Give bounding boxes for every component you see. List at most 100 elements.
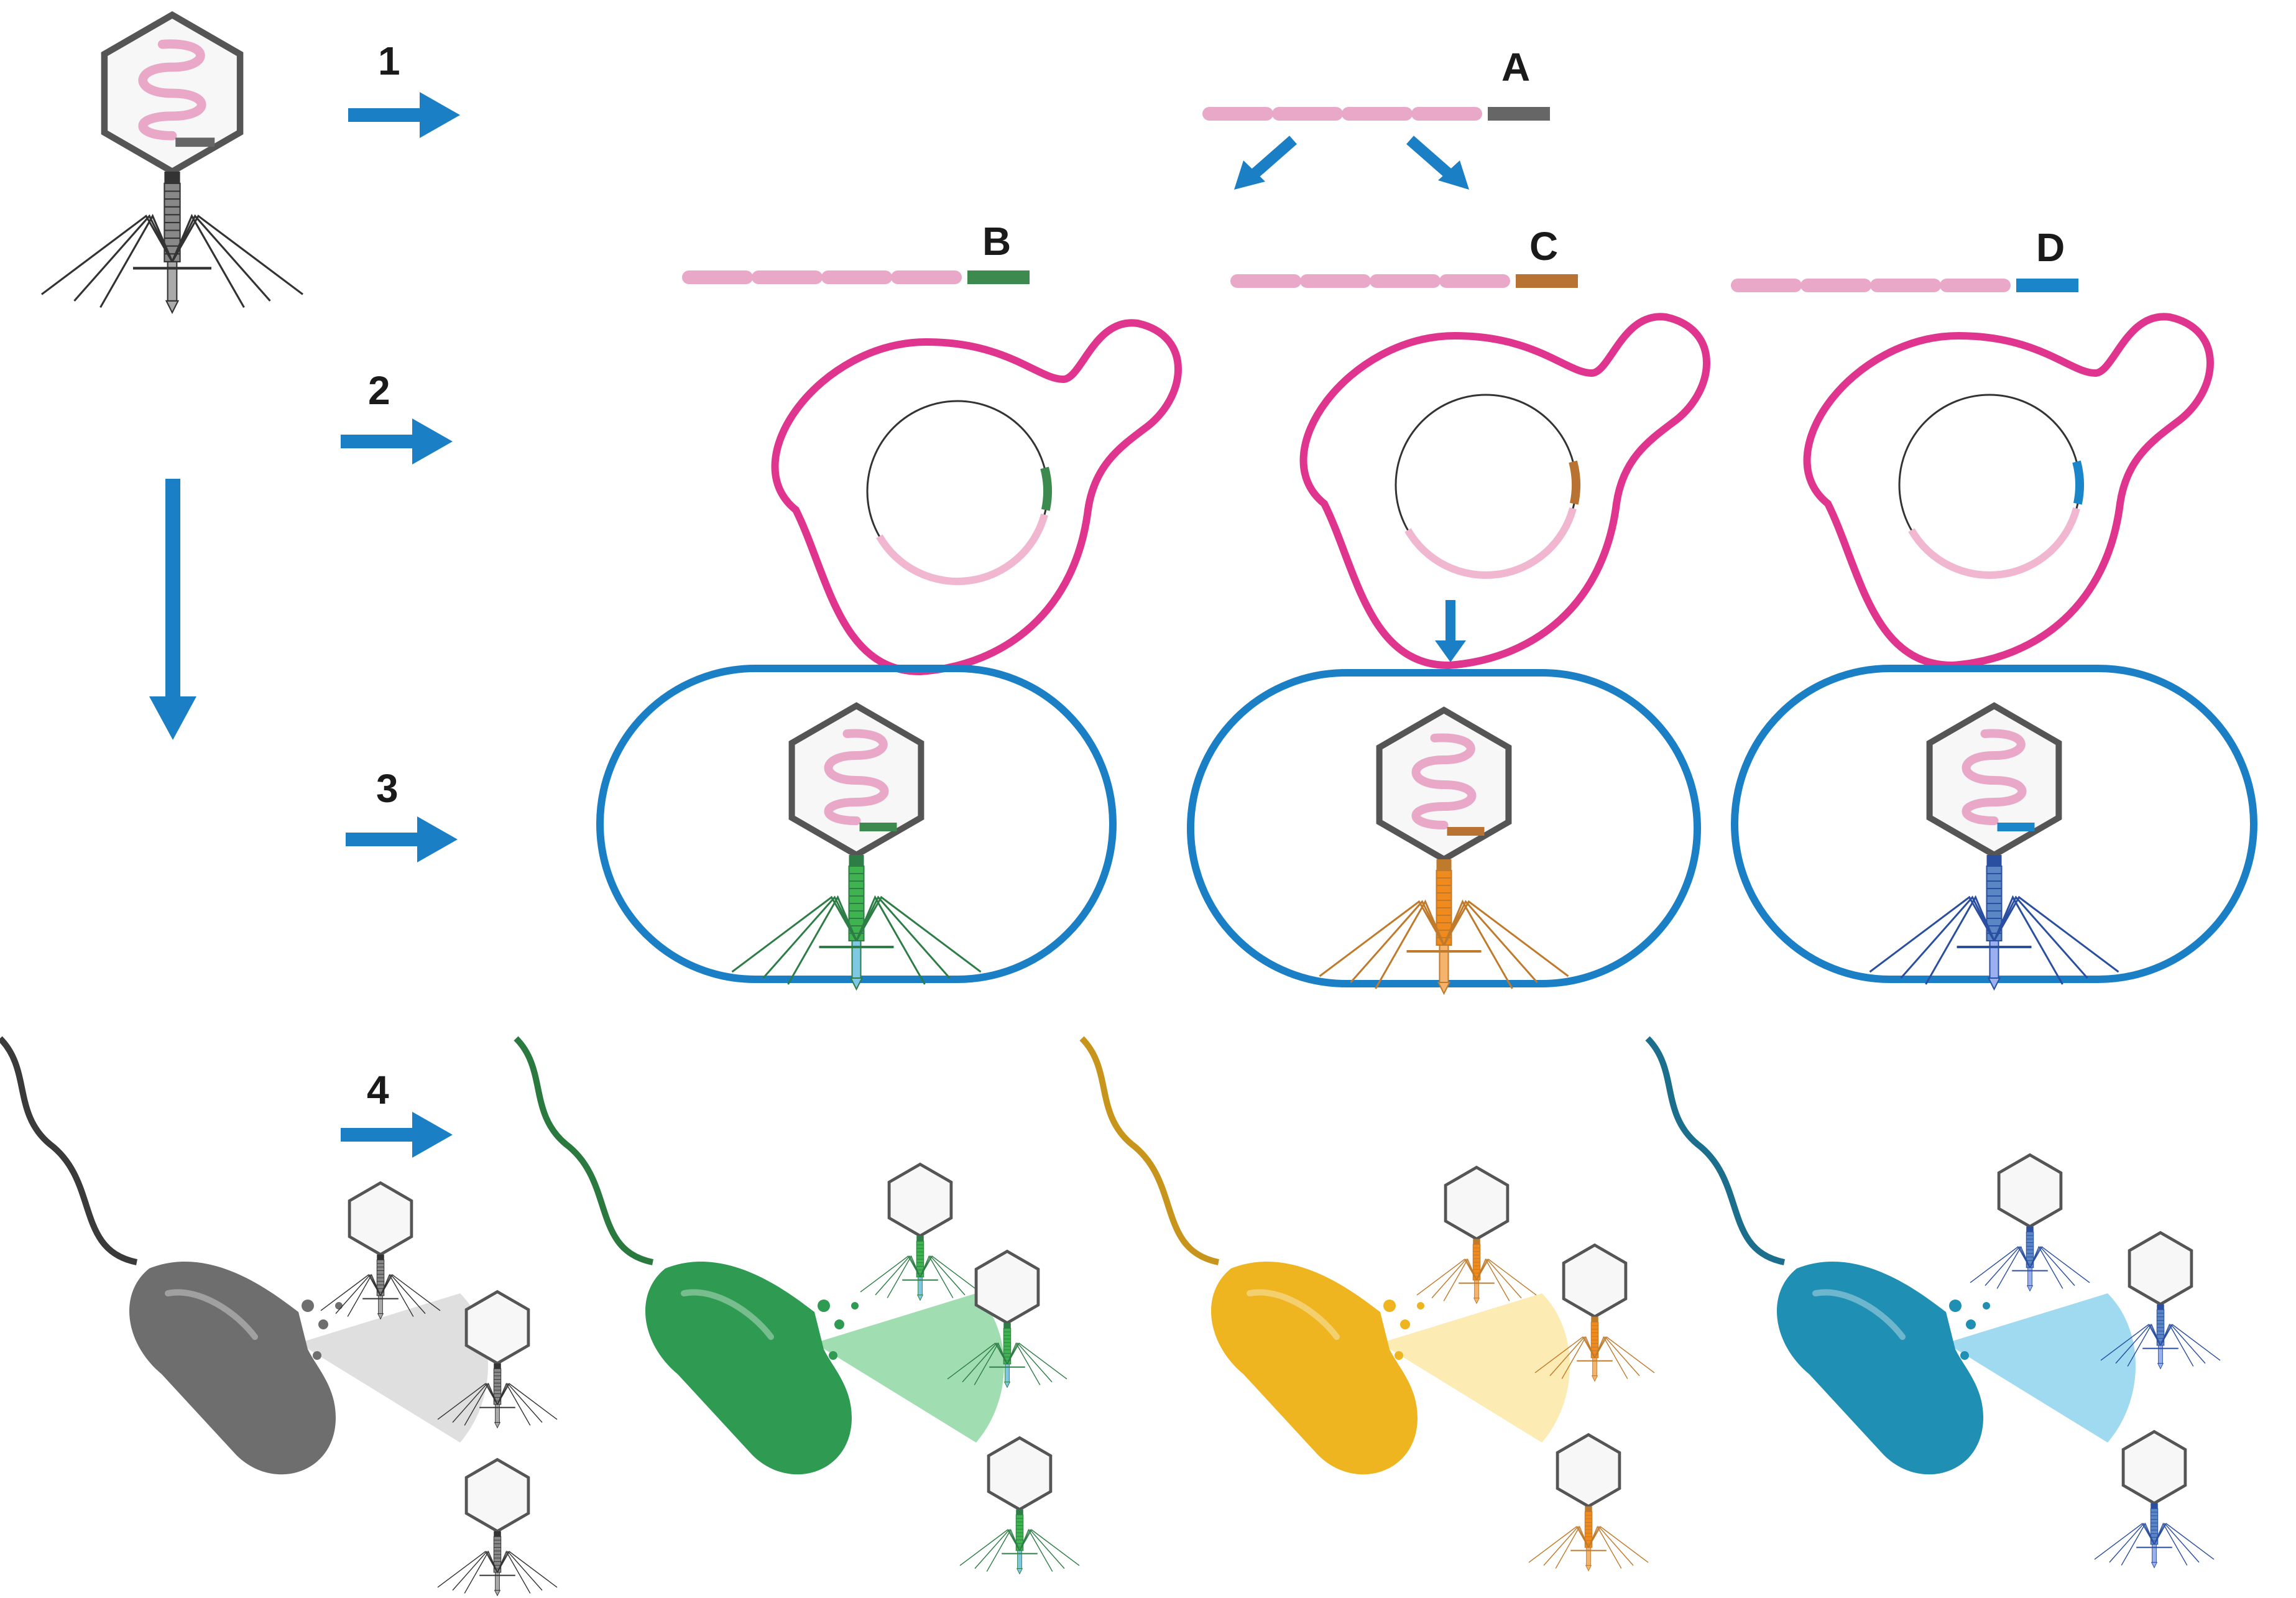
flagellum xyxy=(514,1036,654,1265)
plasmid-cell-c xyxy=(1299,313,1710,670)
tail-fiber xyxy=(974,1528,1020,1569)
tail-fiber xyxy=(959,1529,1020,1566)
capsid xyxy=(2121,1429,2187,1505)
tail-fiber xyxy=(2160,1324,2221,1361)
cassette-label-d: D xyxy=(2036,225,2065,270)
tail-fiber xyxy=(1443,899,1513,989)
tail-fiber xyxy=(380,1273,414,1317)
droplet xyxy=(1383,1300,1396,1312)
lysis-spray xyxy=(814,1293,1004,1443)
tail-fiber xyxy=(1431,1258,1477,1299)
step-2-label: 2 xyxy=(368,368,390,413)
tail-fiber xyxy=(1019,1529,1080,1566)
tail-fiber xyxy=(452,1550,498,1591)
bacterium-body xyxy=(129,1262,336,1475)
phage-genome-insert xyxy=(1908,507,2080,579)
bacterium-teal xyxy=(1645,1036,2136,1475)
tail-fiber xyxy=(855,895,951,979)
tail-fiber xyxy=(1594,1336,1655,1374)
capsid xyxy=(1997,1153,2063,1229)
bacterium-body xyxy=(645,1262,852,1475)
tail-fiber xyxy=(1476,1259,1537,1296)
tail-fiber xyxy=(41,215,173,295)
cassette-label-b: B xyxy=(982,219,1011,264)
tail-fiber xyxy=(860,1255,921,1293)
tail-fiber xyxy=(497,1551,558,1588)
tail-fiber xyxy=(335,1273,381,1314)
vertical-down-arrow xyxy=(149,479,196,740)
tail-fiber xyxy=(320,1274,381,1311)
tail-fiber xyxy=(1985,1245,2031,1286)
collar xyxy=(2151,1503,2158,1509)
collar xyxy=(494,1363,501,1369)
droplet xyxy=(313,1351,321,1360)
collar xyxy=(1473,1239,1480,1245)
collar xyxy=(164,172,180,183)
capsid xyxy=(464,1457,530,1533)
tail-fiber xyxy=(855,895,926,985)
released-phage-icon xyxy=(1534,1243,1655,1382)
droplet xyxy=(1949,1300,1962,1312)
capsid xyxy=(1556,1433,1621,1508)
tail-fiber xyxy=(1925,895,1995,985)
tail-fiber xyxy=(1869,895,1995,973)
tail-fiber xyxy=(1588,1526,1649,1563)
tail-fiber xyxy=(1350,900,1445,983)
tail-fiber xyxy=(2154,1523,2215,1560)
tail-fiber xyxy=(1443,900,1538,983)
plasmid-cell-d xyxy=(1803,313,2214,670)
tail-fiber xyxy=(1443,1258,1477,1301)
droplet xyxy=(1960,1351,1969,1360)
lysis-spray xyxy=(1380,1293,1570,1443)
tail-fiber xyxy=(1443,900,1569,977)
tail-fiber xyxy=(2029,1245,2063,1289)
step-4-arrow xyxy=(341,1112,453,1158)
released-phage-icon xyxy=(947,1249,1067,1388)
released-phage-icon xyxy=(2100,1231,2221,1370)
tail-fiber xyxy=(1555,1525,1589,1569)
phage-genome-insert xyxy=(1404,507,1577,579)
tail-fiber xyxy=(2160,1323,2194,1367)
tail-fiber xyxy=(1019,1528,1053,1572)
released-phage-icon xyxy=(1970,1153,2090,1292)
tail-fiber xyxy=(1594,1336,1640,1377)
tail-fiber xyxy=(2115,1323,2161,1364)
tail-fiber xyxy=(1007,1342,1067,1380)
tail-fiber xyxy=(1543,1525,1589,1566)
cassette-insert xyxy=(1040,466,1052,511)
tail-fiber xyxy=(1588,1525,1634,1566)
collar xyxy=(1986,855,2002,866)
released-phage-icon xyxy=(959,1436,1080,1575)
collar xyxy=(2157,1304,2164,1310)
tail-fiber xyxy=(347,1273,381,1317)
collar xyxy=(916,1235,924,1242)
capsid xyxy=(2128,1231,2193,1306)
capsid xyxy=(1444,1165,1510,1241)
droplet xyxy=(1966,1319,1976,1329)
cell-membrane xyxy=(1299,313,1710,670)
lysis-spray xyxy=(1946,1293,2136,1443)
tail-fiber xyxy=(962,1342,1008,1383)
tail-fiber xyxy=(1319,900,1445,977)
released-phage-icon xyxy=(860,1162,980,1301)
tail-fiber xyxy=(464,1550,498,1594)
lysis-row xyxy=(0,1036,2221,1597)
tail-fiber xyxy=(2029,1246,2090,1283)
droplet xyxy=(1395,1351,1403,1360)
tail-fiber xyxy=(920,1255,954,1298)
released-phage-icon xyxy=(437,1457,558,1597)
droplet xyxy=(829,1351,837,1360)
phage-genome xyxy=(138,39,206,141)
droplet xyxy=(1983,1302,1990,1309)
droplet xyxy=(1417,1302,1424,1309)
tail-fiber xyxy=(1416,1259,1477,1296)
lysis-spray xyxy=(298,1293,488,1443)
tail-fiber xyxy=(497,1382,543,1423)
tail-fiber xyxy=(855,895,982,973)
plasmid-to-host-arrow xyxy=(1435,600,1466,662)
tail-fiber xyxy=(1588,1525,1622,1569)
tail-fiber xyxy=(99,213,173,308)
cassette-insert xyxy=(1569,460,1580,505)
host-cell-c xyxy=(1187,669,1701,995)
